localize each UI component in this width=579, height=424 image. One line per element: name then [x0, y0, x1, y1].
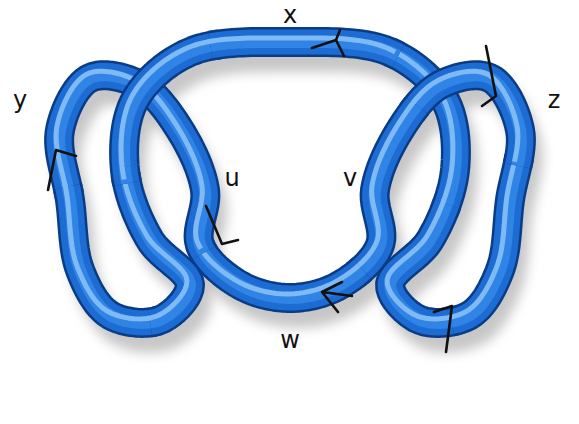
tube-layer [352, 102, 414, 271]
tube-segment [123, 170, 190, 322]
tube-segment [448, 153, 519, 322]
tube-segment [121, 40, 219, 183]
orientation-mark [434, 306, 452, 352]
orientation-mark [312, 30, 344, 56]
tube-layer [355, 106, 417, 275]
tube-layer [355, 106, 417, 275]
orientation-mark [322, 282, 352, 312]
tube-layer [124, 44, 219, 183]
orientation-mark [48, 150, 76, 190]
strand-label: v [343, 166, 357, 190]
tube-layer [124, 44, 219, 183]
tube-layer [121, 40, 216, 179]
knot-tube [56, 38, 521, 323]
tube-segment [197, 241, 362, 298]
orientation-marks [48, 30, 496, 352]
strand-label: z [548, 88, 561, 112]
strand-label: w [280, 328, 300, 352]
orientation-mark [206, 206, 238, 244]
tube-layer [448, 153, 516, 318]
tube-layer [207, 38, 395, 52]
tube-segment [387, 200, 460, 323]
tube-segment [207, 38, 398, 56]
tube-segment [352, 102, 417, 275]
tube-layer [387, 200, 457, 319]
tube-layer [355, 106, 417, 275]
strand-label: u [224, 166, 239, 190]
strand-label: x [283, 3, 297, 27]
strand-label: y [13, 88, 27, 112]
tube-layer [123, 170, 187, 318]
tube-layer [124, 44, 219, 183]
orientation-mark [482, 46, 496, 106]
